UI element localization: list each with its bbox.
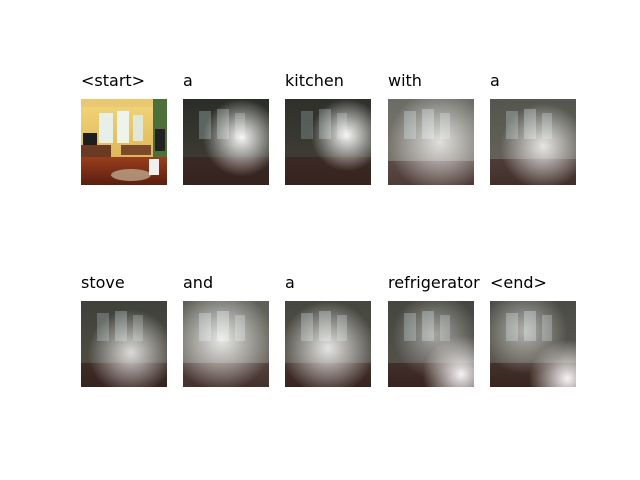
token-label: kitchen	[285, 71, 344, 90]
attention-overlay	[490, 99, 576, 185]
attention-overlay	[81, 301, 167, 387]
attention-overlay	[388, 301, 474, 387]
token-label: with	[388, 71, 422, 90]
attention-overlay	[490, 301, 576, 387]
attention-overlay	[183, 99, 269, 185]
kitchen-photo	[81, 99, 167, 185]
token-label: a	[490, 71, 500, 90]
token-label: and	[183, 273, 214, 292]
attention-overlay	[285, 301, 371, 387]
attention-overlay	[183, 301, 269, 387]
attention-overlay	[388, 99, 474, 185]
token-label: a	[285, 273, 295, 292]
token-label: a	[183, 71, 193, 90]
token-label: <end>	[490, 273, 547, 292]
token-label: <start>	[81, 71, 146, 90]
token-label: stove	[81, 273, 125, 292]
attention-overlay	[285, 99, 371, 185]
token-label: refrigerator	[388, 273, 480, 292]
